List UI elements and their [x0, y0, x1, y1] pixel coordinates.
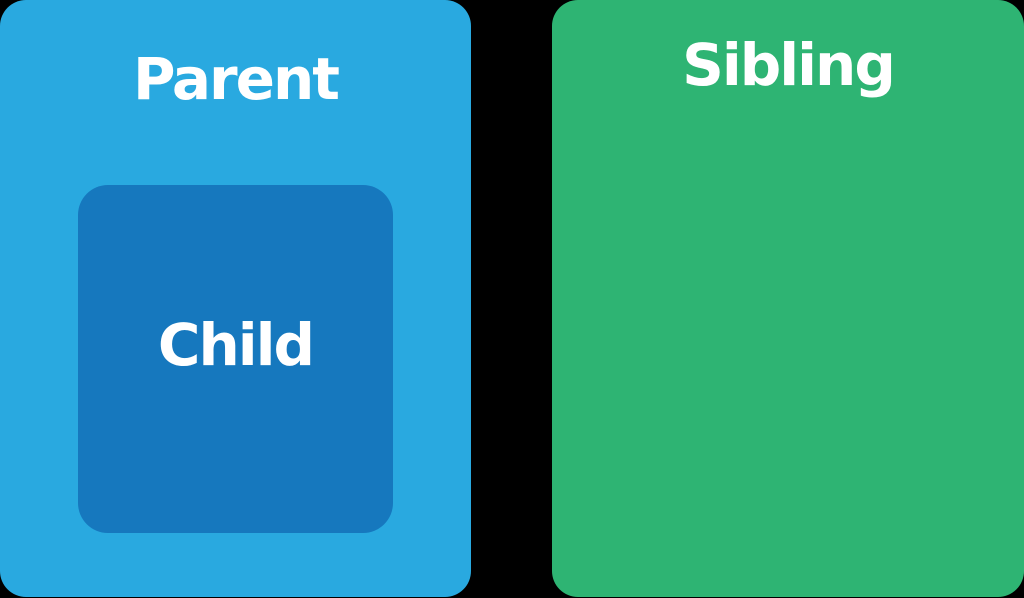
- child-label: Child: [157, 311, 315, 379]
- sibling-label: Sibling: [682, 31, 896, 99]
- child-box: Child: [78, 185, 393, 533]
- parent-box: Parent Child: [0, 0, 471, 597]
- sibling-box: Sibling: [552, 0, 1024, 597]
- parent-label: Parent: [132, 45, 340, 113]
